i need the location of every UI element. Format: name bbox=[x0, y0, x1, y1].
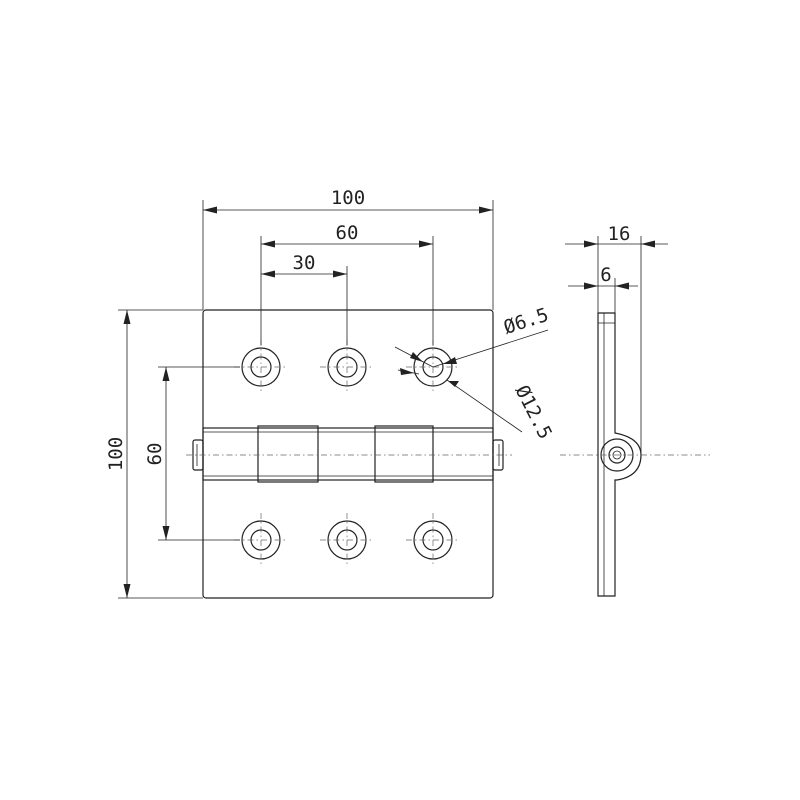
hole-spacing-outer-label: 60 bbox=[336, 222, 359, 244]
front-view bbox=[186, 309, 512, 599]
hole-diameter-label: Ø6.5 bbox=[501, 304, 551, 339]
hole-bottom-right bbox=[406, 513, 460, 567]
dimension-side-total-thickness: 16 bbox=[565, 223, 668, 455]
side-plate-outline bbox=[597, 312, 642, 597]
hole-spacing-inner-label: 30 bbox=[293, 252, 316, 274]
hinge-knuckles bbox=[192, 425, 504, 483]
dimension-side-plate-thickness: 6 bbox=[568, 264, 638, 313]
side-knuckle-pin bbox=[608, 446, 626, 464]
hinge-plate-outline bbox=[202, 309, 494, 599]
dimension-overall-width: 100 bbox=[202, 187, 494, 310]
dimension-counterbore-diameter: Ø12.5 bbox=[397, 368, 557, 443]
dimension-overall-height: 100 bbox=[105, 309, 203, 599]
hole-row-spacing-label: 60 bbox=[144, 443, 166, 466]
hole-bottom-middle bbox=[320, 513, 374, 567]
hole-bottom-left bbox=[234, 513, 288, 567]
side-total-thickness-label: 16 bbox=[608, 223, 631, 245]
side-plate-thickness-label: 6 bbox=[600, 264, 611, 286]
side-view bbox=[560, 312, 710, 597]
dimension-hole-spacing-outer: 60 bbox=[260, 222, 434, 345]
dimension-hole-row-spacing: 60 bbox=[144, 366, 240, 541]
counterbore-diameter-label: Ø12.5 bbox=[511, 382, 557, 443]
hole-top-left bbox=[234, 340, 288, 394]
overall-width-label: 100 bbox=[331, 187, 365, 209]
overall-height-label: 100 bbox=[105, 437, 127, 471]
hole-top-middle bbox=[320, 340, 374, 394]
dimension-hole-spacing-inner: 30 bbox=[261, 252, 348, 345]
dimension-hole-diameter: Ø6.5 bbox=[394, 304, 551, 368]
